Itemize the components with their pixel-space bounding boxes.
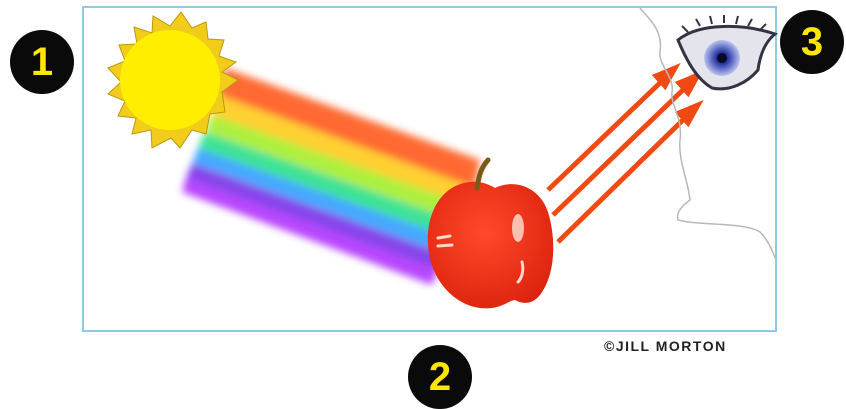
sun-disc [120,30,220,130]
eye-pupil [717,53,727,63]
apple-highlight [512,214,524,242]
copyright-credit: ©JILL MORTON [604,338,727,354]
marker-2-label: 2 [429,355,451,400]
marker-3-label: 3 [801,20,823,65]
reflected-ray [548,80,663,190]
marker-1-badge: 1 [10,30,74,94]
reflected-ray [558,117,686,242]
reflected-ray [553,87,686,215]
reflected-red-rays [548,68,698,242]
marker-2-badge: 2 [408,345,472,409]
marker-3-badge: 3 [780,10,844,74]
marker-1-label: 1 [31,40,53,85]
